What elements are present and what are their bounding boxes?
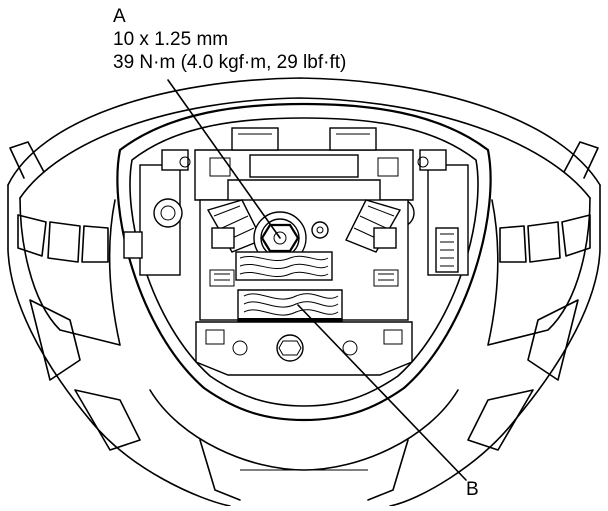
lower-spoke <box>149 389 459 501</box>
leader-lines <box>167 79 467 481</box>
callout-b-letter: B <box>466 479 479 500</box>
wire-harness-connector <box>235 251 343 323</box>
hub-lower-bracket <box>195 321 413 376</box>
callout-a-letter: A <box>113 6 126 27</box>
bolt-torque-spec: 39 N·m (4.0 kgf·m, 29 lbf·ft) <box>113 52 347 73</box>
hub-upper-bracket <box>194 127 414 201</box>
bolt-size-spec: 10 x 1.25 mm <box>113 29 229 50</box>
wheel-rim <box>7 77 601 507</box>
left-spoke <box>9 141 141 451</box>
right-spoke <box>467 141 599 451</box>
side-mounts <box>123 149 469 276</box>
